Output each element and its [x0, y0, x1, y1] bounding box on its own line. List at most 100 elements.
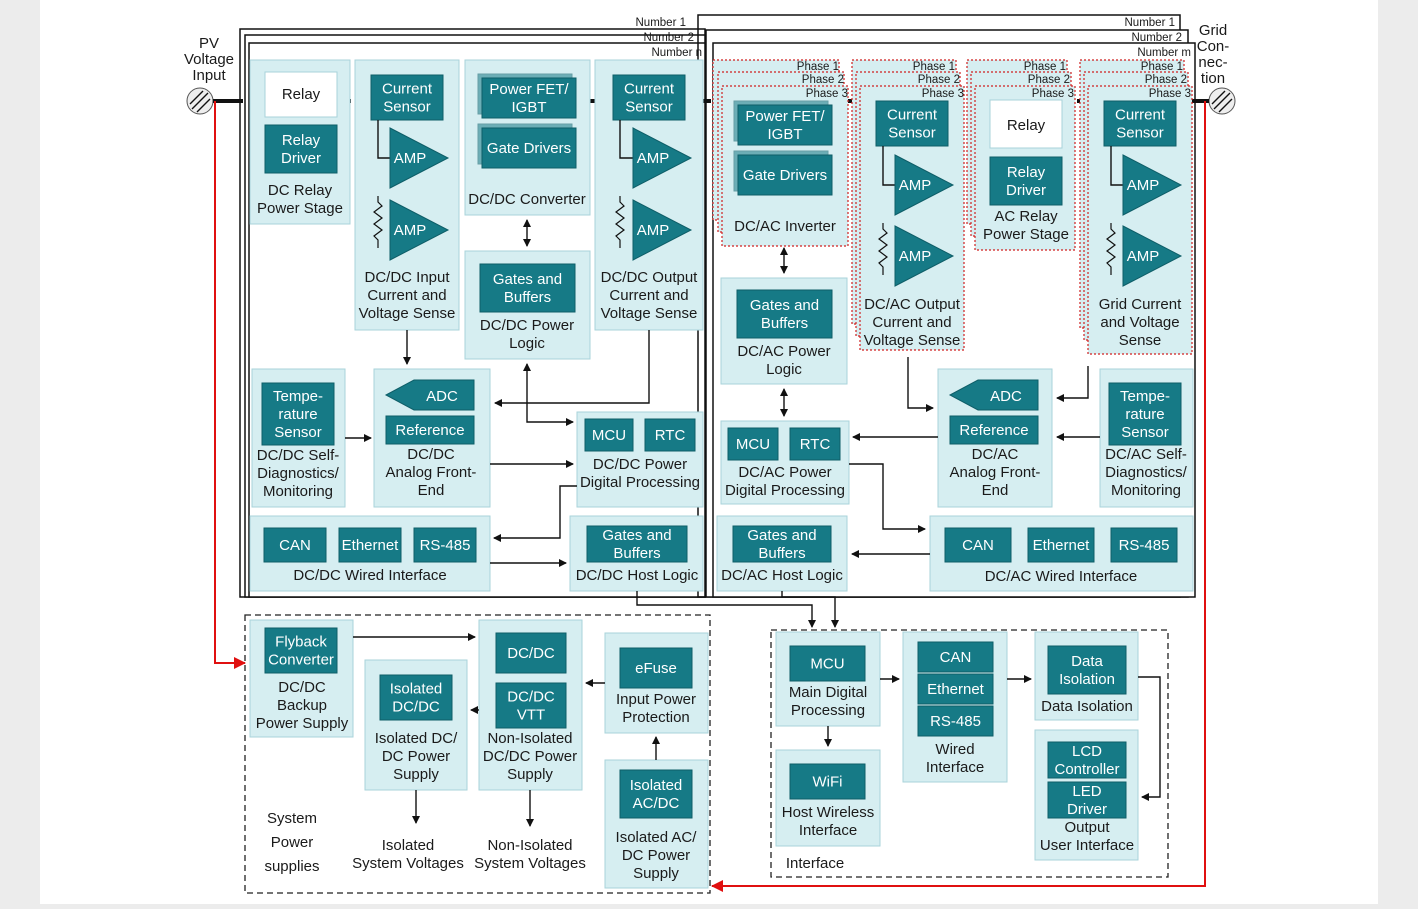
data-isolation-block-label-line-2: Isolation [1059, 671, 1115, 688]
grid-connection-label-line-1: Grid [1199, 22, 1227, 39]
dcdc-power-fet [481, 77, 577, 119]
dcdc-logic-to-mcu [523, 363, 574, 426]
dcdc-input-amp-1 [389, 127, 450, 189]
isolated-dcdc-label-line-1: Isolated [390, 681, 443, 698]
dcdc-rtc-label: RTC [655, 427, 686, 444]
dcac-grid-current-sensor-label-line-2: Sensor [1116, 125, 1164, 142]
dcdc-host-gates [586, 525, 688, 563]
dcdc-reference [385, 415, 475, 445]
dcdc-output-sense-label-line-3: Voltage Sense [601, 305, 698, 322]
dcac-output-amp-wire [882, 146, 895, 186]
dcdc-temp-sensor-label-line-3: Sensor [274, 424, 322, 441]
dcdc-input-amp-2 [389, 199, 450, 261]
dcac-relay-label: Relay [1007, 117, 1046, 134]
dcdc-number-n: Number n [652, 47, 703, 59]
dcac-output-amp-2 [894, 225, 955, 287]
dcdc-output-amp-1-label: AMP [637, 150, 670, 167]
isolated-supply-label-line-2: DC Power [382, 748, 450, 765]
lcd-controller [1047, 741, 1127, 779]
dcdc-input-current-sensor-label-line-1: Current [382, 81, 433, 98]
isolated-supply-label-line-1: Isolated DC/ [375, 730, 458, 747]
dcdc-digital-label-line-1: DC/DC Power [593, 456, 687, 473]
dcdc-output-resistor [615, 196, 625, 248]
dcac-rtc [789, 427, 841, 461]
pv-connector-hatch [189, 90, 211, 113]
dcdc-output-current-sensor-label-line-1: Current [624, 81, 675, 98]
grid-connection-label-line-4: tion [1201, 70, 1225, 87]
dcac-relay-driver-label-line-2: Driver [1006, 182, 1046, 199]
dcdc-mcu-to-wired [493, 485, 577, 542]
dcdc-input-amp-1-label: AMP [394, 150, 427, 167]
input-protection-label-line-1: Input Power [616, 691, 696, 708]
iface-ethernet [917, 673, 994, 705]
dcac-output-current-sensor-label-line-1: Current [887, 107, 938, 124]
dcdc-output-sense-label-line-2: Current and [609, 287, 688, 304]
dcac-digital-label-line-1: DC/AC Power [738, 464, 831, 481]
nonisolated-supply-label-line-2: DC/DC Power [483, 748, 577, 765]
led-driver [1047, 781, 1127, 819]
iface-mcu-label: MCU [810, 656, 844, 673]
output-ui-label-line-1: Output [1064, 819, 1110, 836]
dcac-gate-drivers [737, 154, 833, 196]
dcdc-ethernet-label: Ethernet [342, 537, 400, 554]
dcac-power-logic-label-line-1: DC/AC Power [737, 343, 830, 360]
dcac-wired-interface-label: DC/AC Wired Interface [985, 568, 1138, 585]
dcac-output-amp-2-label: AMP [899, 248, 932, 265]
dcdc-input-resistor [373, 196, 383, 248]
led-driver-label-line-1: LED [1072, 783, 1101, 800]
dcac-digital-label-line-2: Digital Processing [725, 482, 845, 499]
dcdc-power-fet-label-line-2: IGBT [511, 99, 546, 116]
main-processing-label-line-2: Processing [791, 702, 865, 719]
dcac-power-fet-label-line-1: Power FET/ [745, 108, 825, 125]
dcac-relay-phase-3-label: Phase 3 [1032, 88, 1074, 100]
dcdc-input-sense-label-line-2: Current and [367, 287, 446, 304]
dcdc-reference-label: Reference [395, 422, 464, 439]
dcdc-power-fet-label-line-1: Power FET/ [489, 81, 569, 98]
dcdc-self-diag-label-line-2: Diagnostics/ [257, 465, 340, 482]
iface-ethernet-label: Ethernet [927, 681, 985, 698]
dcdc-input-amp-2-label: AMP [394, 222, 427, 239]
dcdc-host-gates-label-line-2: Buffers [613, 545, 660, 562]
host-wireless-label-line-1: Host Wireless [782, 804, 875, 821]
iface-rs485-label: RS-485 [930, 713, 981, 730]
dcac-adc-label: ADC [990, 388, 1022, 405]
backup-supply-label-line-2: Backup [277, 697, 327, 714]
dcdc-rtc [644, 418, 696, 452]
nonisolated-supply-label-line-3: Supply [507, 766, 553, 783]
dcac-grid-amp-1-label: AMP [1127, 177, 1160, 194]
dcdc-self-diag-label-line-3: Monitoring [263, 483, 333, 500]
dcdc-output-amp-2 [632, 199, 693, 261]
iface-can [917, 641, 994, 673]
input-protection-label-line-2: Protection [622, 709, 690, 726]
dcac-self-diag-label-line-1: DC/AC Self- [1105, 446, 1187, 463]
dcac-inverter-phase-3-label: Phase 3 [806, 88, 848, 100]
dcdc-number-2: Number 2 [644, 32, 695, 44]
dcac-grid-sense-label-line-1: Grid Current [1099, 296, 1182, 313]
dcac-inverter-phase-1-label: Phase 1 [797, 61, 839, 73]
isolated-voltages-label-line-2: System Voltages [352, 855, 464, 872]
isolation-to-output [1138, 676, 1161, 801]
dcdc-power-logic-label-line-2: Logic [509, 335, 545, 352]
dcac-host-logic-label: DC/AC Host Logic [721, 567, 843, 584]
dcac-can [944, 527, 1012, 563]
dcdc-output-amp-1 [632, 127, 693, 189]
dcac-temp-sensor [1108, 382, 1182, 446]
dcdc-converter-label: DC/DC Converter [468, 191, 586, 208]
dcac-mcu-label: MCU [736, 436, 770, 453]
dcac-temp-sensor-label-line-2: rature [1125, 406, 1164, 423]
dcac-relay-driver [989, 156, 1063, 206]
dcac-output-sense-label-line-3: Voltage Sense [864, 332, 961, 349]
iface-wifi-label: WiFi [813, 774, 843, 791]
dcac-sense-to-adc [907, 357, 934, 412]
dcac-host-gates-label-line-1: Gates and [747, 527, 816, 544]
dcac-sense-phase-1-label: Phase 1 [913, 61, 955, 73]
dcac-afe-label-line-3: End [982, 482, 1009, 499]
dcac-power-fet [737, 104, 833, 146]
dcac-gates-buffers-label-line-1: Gates and [750, 297, 819, 314]
main-processing-label-line-1: Main Digital [789, 684, 867, 701]
dcac-temp-sensor-label-line-1: Tempe- [1120, 388, 1170, 405]
dcdc-can-label: CAN [279, 537, 311, 554]
dcac-grid-phase-2-label: Phase 2 [1145, 74, 1187, 86]
iface-wifi [789, 763, 866, 800]
